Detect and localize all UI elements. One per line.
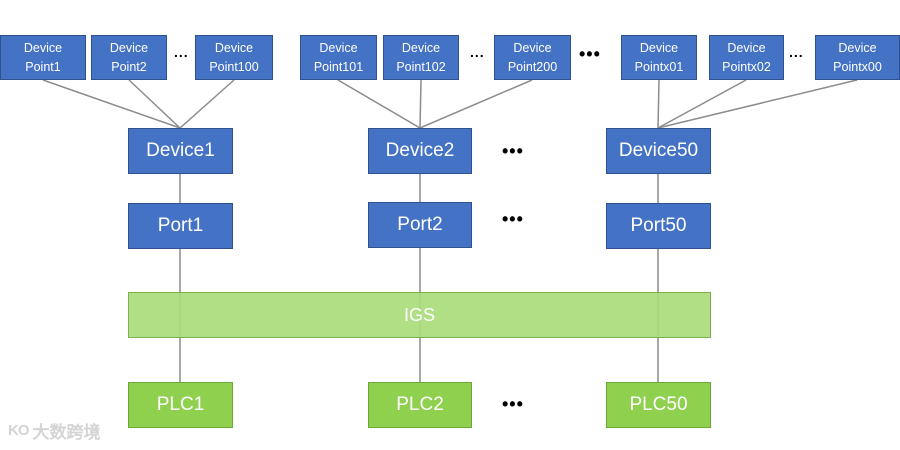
device-point-line2: Pointx01 xyxy=(634,59,684,74)
connector-line xyxy=(42,79,181,129)
device-point-line1: Device xyxy=(727,40,766,55)
device-point-line2: Point1 xyxy=(25,59,61,74)
ellipsis: ••• xyxy=(502,394,524,414)
device-point-line1: Device xyxy=(401,40,441,55)
device-point-box: Device Pointx00 xyxy=(815,35,900,80)
device-point-line1: Device xyxy=(319,40,358,55)
port-label: Port50 xyxy=(630,215,687,236)
device-point-line2: Point200 xyxy=(507,59,558,74)
device-point-line1: Device xyxy=(23,40,63,55)
device-point-line2: Pointx00 xyxy=(833,59,882,74)
watermark: KO 大数跨境 xyxy=(8,418,101,443)
port-label: Port2 xyxy=(397,214,443,235)
port-box: Port50 xyxy=(606,203,711,249)
device-point-line1: Device xyxy=(639,40,679,55)
device-label: Device50 xyxy=(618,140,699,161)
ellipsis: ••• xyxy=(502,141,524,161)
device-point-line2: Point102 xyxy=(396,59,446,74)
plc-label: PLC2 xyxy=(396,394,444,415)
device-point-box: Device Point1 xyxy=(0,35,86,80)
device-point-box: Device Point101 xyxy=(300,35,377,80)
igs-gateway-bar: IGS xyxy=(128,292,711,338)
port-label: Port1 xyxy=(157,215,204,236)
device-point-line2: Point2 xyxy=(111,59,147,74)
device-box: Device1 xyxy=(128,128,233,174)
device-label: Device1 xyxy=(146,140,215,161)
connector-line xyxy=(657,79,660,129)
device-point-box: Device Point100 xyxy=(195,35,273,80)
connector-line xyxy=(657,79,858,129)
device-label: Device2 xyxy=(385,140,455,161)
device-point-line2: Point101 xyxy=(313,59,364,74)
device-point-box: Device Point102 xyxy=(383,35,459,80)
port-box: Port1 xyxy=(128,203,233,249)
ellipsis: ... xyxy=(174,44,189,60)
device-point-line2: Point100 xyxy=(209,59,259,74)
watermark-text: 大数跨境 xyxy=(32,423,101,442)
connector-line xyxy=(419,79,422,129)
device-point-box: Device Point2 xyxy=(91,35,167,80)
connector-line xyxy=(337,79,421,129)
plc-box: PLC50 xyxy=(606,382,711,428)
device-box: Device2 xyxy=(368,128,472,174)
ellipsis: ... xyxy=(789,44,804,60)
ellipsis: ... xyxy=(470,44,485,60)
port-box: Port2 xyxy=(368,202,472,248)
device-point-line1: Device xyxy=(838,40,877,55)
device-point-line1: Device xyxy=(513,40,552,55)
device-point-line1: Device xyxy=(109,40,149,55)
ellipsis: ••• xyxy=(579,44,601,64)
watermark-logo-icon: KO xyxy=(8,422,29,439)
device-point-line2: Pointx02 xyxy=(722,59,771,74)
ellipsis: ••• xyxy=(502,209,524,229)
igs-label: IGS xyxy=(403,304,435,325)
plc-box: PLC1 xyxy=(128,382,233,428)
plc-label: PLC1 xyxy=(156,394,205,415)
connector-line xyxy=(657,79,747,129)
connector-line xyxy=(179,79,235,129)
device-point-box: Device Point200 xyxy=(494,35,571,80)
device-box: Device50 xyxy=(606,128,711,174)
connector-line xyxy=(419,79,533,129)
device-point-line1: Device xyxy=(214,40,254,55)
plc-box: PLC2 xyxy=(368,382,472,428)
device-point-box: Device Pointx01 xyxy=(621,35,697,80)
plc-label: PLC50 xyxy=(629,394,688,415)
connector-line xyxy=(128,79,181,129)
device-point-box: Device Pointx02 xyxy=(709,35,784,80)
